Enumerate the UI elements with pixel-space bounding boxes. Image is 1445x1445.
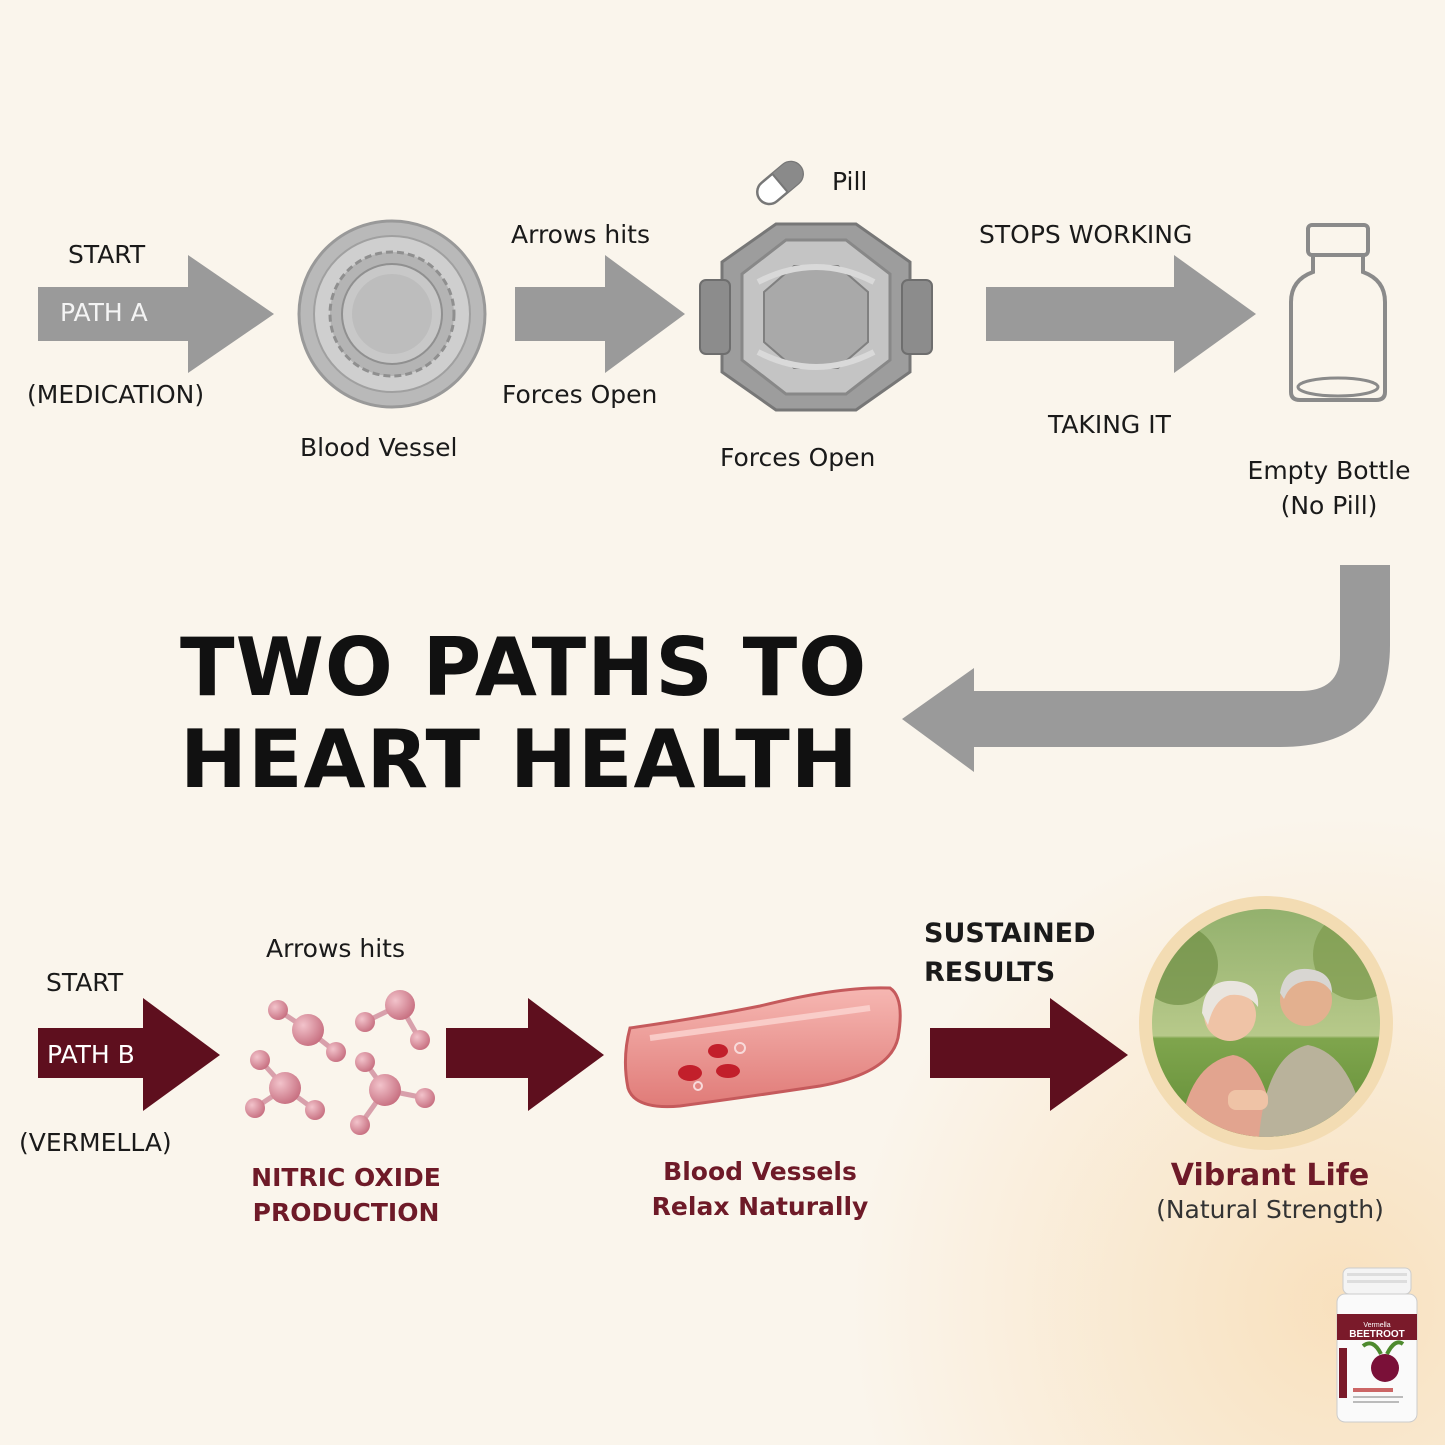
vessels-relax-label-1: Blood Vessels <box>663 1157 857 1186</box>
path-a-name: PATH A <box>60 298 148 327</box>
path-a-arrow-3 <box>986 255 1256 373</box>
page-title: TWO PATHS TO HEART HEALTH <box>180 622 867 806</box>
beetroot-product-bottle: Vermella BEETROOT <box>1336 1267 1418 1423</box>
forced-open-label: Forces Open <box>720 443 876 472</box>
path-b-start-arrow <box>38 998 220 1111</box>
title-line-2: HEART HEALTH <box>180 713 859 806</box>
path-b-arrow-3 <box>930 998 1128 1111</box>
path-b-arrow-2 <box>446 998 604 1111</box>
product-name: BEETROOT <box>1349 1329 1405 1340</box>
arrow3-bottom-label: TAKING IT <box>1048 410 1171 439</box>
empty-bottle-icon <box>1289 223 1387 402</box>
nitric-oxide-label-1: NITRIC OXIDE <box>251 1163 441 1192</box>
path-a-start-arrow <box>38 255 274 373</box>
arrow2-top-label: Arrows hits <box>511 220 651 249</box>
happy-couple-photo <box>1139 896 1393 1150</box>
path-a-arrow-2 <box>515 255 685 373</box>
vibrant-life-label: Vibrant Life <box>1170 1158 1370 1193</box>
path-a-sub-label: (MEDICATION) <box>27 380 205 409</box>
path-b-name: PATH B <box>47 1040 135 1069</box>
vessels-relax-label-2: Relax Naturally <box>651 1192 869 1221</box>
forced-vessel-icon <box>699 222 933 412</box>
arrow3-top-label: STOPS WORKING <box>979 220 1193 249</box>
pill-label: Pill <box>832 167 868 196</box>
empty-bottle-label-1: Empty Bottle <box>1247 456 1411 485</box>
title-line-1: TWO PATHS TO <box>180 621 868 714</box>
path-b-sub-label: (VERMELLA) <box>19 1128 172 1157</box>
relaxed-blood-vessel-icon <box>623 986 902 1109</box>
blood-vessel-cross-section-icon <box>297 219 487 409</box>
return-arrow <box>902 565 1390 772</box>
sustained-label-2: RESULTS <box>924 957 1056 988</box>
path-a-start-label: START <box>68 240 146 269</box>
arrow2-bottom-label: Forces Open <box>502 380 658 409</box>
nitric-oxide-molecules-icon <box>245 990 435 1135</box>
blood-vessel-label: Blood Vessel <box>300 433 458 462</box>
molecules-top-label: Arrows hits <box>266 934 406 963</box>
empty-bottle-label-2: (No Pill) <box>1280 491 1378 520</box>
pill-icon <box>756 160 804 206</box>
sustained-label-1: SUSTAINED <box>924 918 1096 949</box>
product-brand: Vermella <box>1363 1322 1390 1329</box>
natural-strength-label: (Natural Strength) <box>1156 1195 1384 1224</box>
nitric-oxide-label-2: PRODUCTION <box>252 1198 440 1227</box>
path-b-start-label: START <box>46 968 124 997</box>
